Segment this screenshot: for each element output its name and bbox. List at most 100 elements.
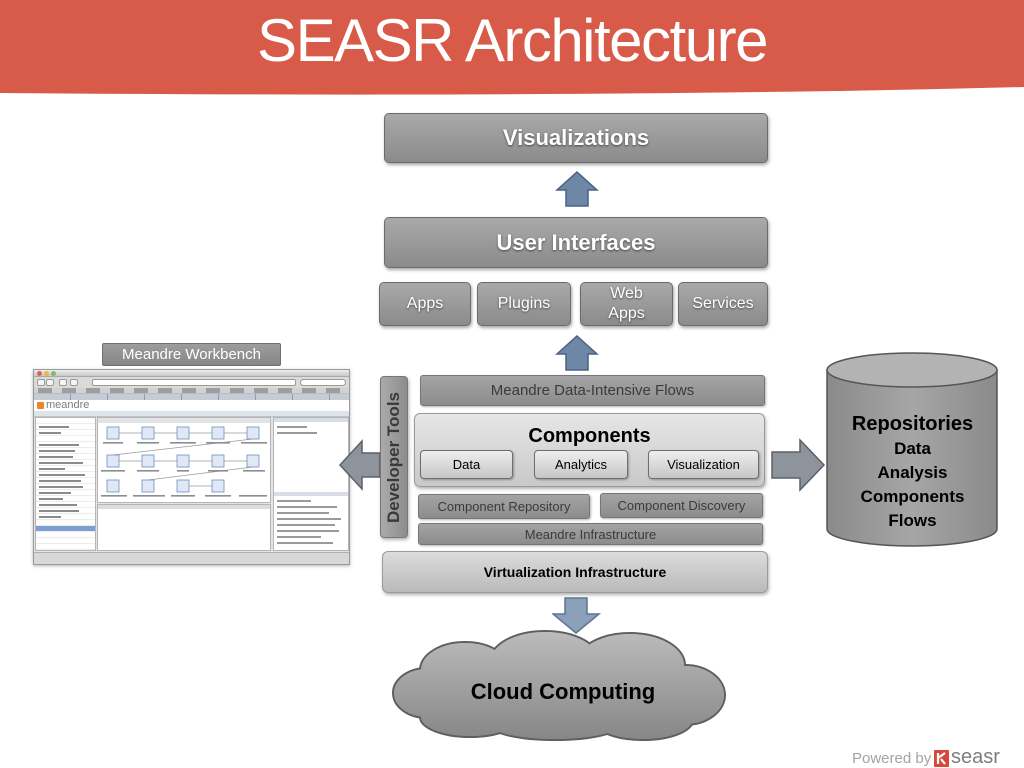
browser-tabs bbox=[34, 394, 349, 400]
seasr-logo-text: seasr bbox=[951, 746, 1000, 768]
repository-item: Data bbox=[894, 439, 931, 458]
flow-node bbox=[246, 454, 260, 468]
plugins-box: Plugins bbox=[477, 282, 571, 326]
close-dot-icon bbox=[37, 371, 42, 376]
description-line bbox=[277, 536, 321, 538]
list-item bbox=[39, 432, 61, 434]
virtualization-box: Virtualization Infrastructure bbox=[382, 551, 768, 593]
list-item bbox=[39, 450, 75, 452]
meandre-logo-icon bbox=[37, 402, 44, 409]
component-repository-box: Component Repository bbox=[418, 494, 590, 519]
repository-item: Analysis bbox=[877, 463, 948, 482]
window-titlebar bbox=[34, 370, 349, 377]
apps-box: Apps bbox=[379, 282, 471, 326]
flow-canvas bbox=[97, 417, 271, 503]
app-nav-strip bbox=[34, 411, 349, 417]
powered-by-text: Powered by bbox=[852, 750, 932, 767]
browser-search-box bbox=[300, 379, 346, 386]
flow-node bbox=[106, 479, 120, 493]
description-header bbox=[274, 492, 348, 496]
description-line bbox=[277, 500, 311, 502]
reload-icon bbox=[59, 379, 67, 386]
visualizations-box: Visualizations bbox=[384, 113, 768, 163]
flow-node bbox=[141, 454, 155, 468]
component-visualization: Visualization bbox=[648, 450, 759, 479]
properties-header bbox=[274, 418, 348, 422]
description-line bbox=[277, 518, 341, 520]
visualizations-label: Visualizations bbox=[502, 125, 650, 150]
output-pane bbox=[97, 504, 271, 551]
component-discovery-label: Component Discovery bbox=[617, 498, 746, 513]
cloud-computing-label: Cloud Computing bbox=[470, 679, 656, 704]
list-item bbox=[39, 456, 73, 458]
down-arrow-icon bbox=[552, 597, 602, 634]
developer-tools-label: Developer Tools bbox=[384, 391, 403, 523]
developer-tools-box: Developer Tools bbox=[380, 376, 408, 538]
list-item bbox=[39, 492, 71, 494]
minimize-dot-icon bbox=[44, 371, 49, 376]
properties-row bbox=[277, 426, 307, 428]
repositories-cylinder bbox=[826, 352, 998, 547]
component-visualization-label: Visualization bbox=[667, 457, 740, 472]
description-line bbox=[277, 512, 329, 514]
slide-title: SEASR Architecture bbox=[257, 7, 768, 74]
component-analytics: Analytics bbox=[534, 450, 628, 479]
left-arrow-icon bbox=[338, 439, 381, 491]
web-apps-box: Web Apps bbox=[580, 282, 673, 326]
up-arrow-icon bbox=[555, 170, 599, 207]
list-item bbox=[39, 444, 79, 446]
properties-pane bbox=[273, 417, 349, 551]
user-interfaces-label: User Interfaces bbox=[496, 229, 656, 255]
up-arrow-icon bbox=[555, 334, 599, 371]
browser-toolbar bbox=[34, 377, 349, 388]
flow-nodes bbox=[106, 426, 260, 493]
description-line bbox=[277, 542, 333, 544]
user-interfaces-box: User Interfaces bbox=[384, 217, 768, 268]
component-repository-label: Component Repository bbox=[437, 499, 571, 514]
properties-row bbox=[277, 432, 317, 434]
repository-item: Components bbox=[860, 487, 965, 506]
services-label: Services bbox=[692, 295, 754, 312]
home-icon bbox=[70, 379, 78, 386]
bookmarks-bar bbox=[34, 388, 349, 394]
flow-node bbox=[246, 426, 260, 440]
cloud-shape bbox=[392, 630, 726, 741]
meandre-flows-box: Meandre Data-Intensive Flows bbox=[420, 375, 765, 406]
components-list-pane bbox=[35, 417, 96, 551]
components-box: Components Data Analytics Visualization bbox=[414, 413, 765, 487]
flow-node bbox=[141, 479, 155, 493]
flow-node bbox=[106, 426, 120, 440]
plugins-label: Plugins bbox=[497, 295, 551, 312]
header-band bbox=[0, 0, 1024, 95]
flow-node bbox=[141, 426, 155, 440]
list-item bbox=[39, 462, 83, 464]
list-item bbox=[39, 474, 85, 476]
right-arrow-icon bbox=[771, 438, 826, 492]
list-item bbox=[39, 426, 69, 428]
list-item bbox=[39, 498, 63, 500]
component-data: Data bbox=[420, 450, 513, 479]
description-line bbox=[277, 506, 337, 508]
list-item bbox=[39, 516, 61, 518]
meandre-workbench-screenshot: meandre bbox=[33, 369, 350, 565]
meandre-logo-text: meandre bbox=[46, 399, 90, 411]
list-item bbox=[39, 480, 81, 482]
flow-node bbox=[211, 426, 225, 440]
list-item bbox=[39, 486, 83, 488]
list-item bbox=[39, 504, 77, 506]
virtualization-label: Virtualization Infrastructure bbox=[483, 564, 667, 580]
selected-list-item bbox=[36, 526, 95, 531]
description-line bbox=[277, 530, 339, 532]
meandre-workbench-label: Meandre Workbench bbox=[102, 343, 281, 366]
output-pane-header bbox=[98, 505, 270, 509]
component-discovery-box: Component Discovery bbox=[600, 493, 763, 518]
repository-item: Flows bbox=[888, 511, 937, 530]
component-data-label: Data bbox=[452, 457, 481, 472]
repositories-title: Repositories bbox=[851, 413, 974, 435]
zoom-dot-icon bbox=[51, 371, 56, 376]
flow-node bbox=[176, 454, 190, 468]
services-box: Services bbox=[678, 282, 768, 326]
flow-node bbox=[211, 479, 225, 493]
description-line bbox=[277, 524, 335, 526]
flow-node-labels bbox=[101, 442, 267, 497]
